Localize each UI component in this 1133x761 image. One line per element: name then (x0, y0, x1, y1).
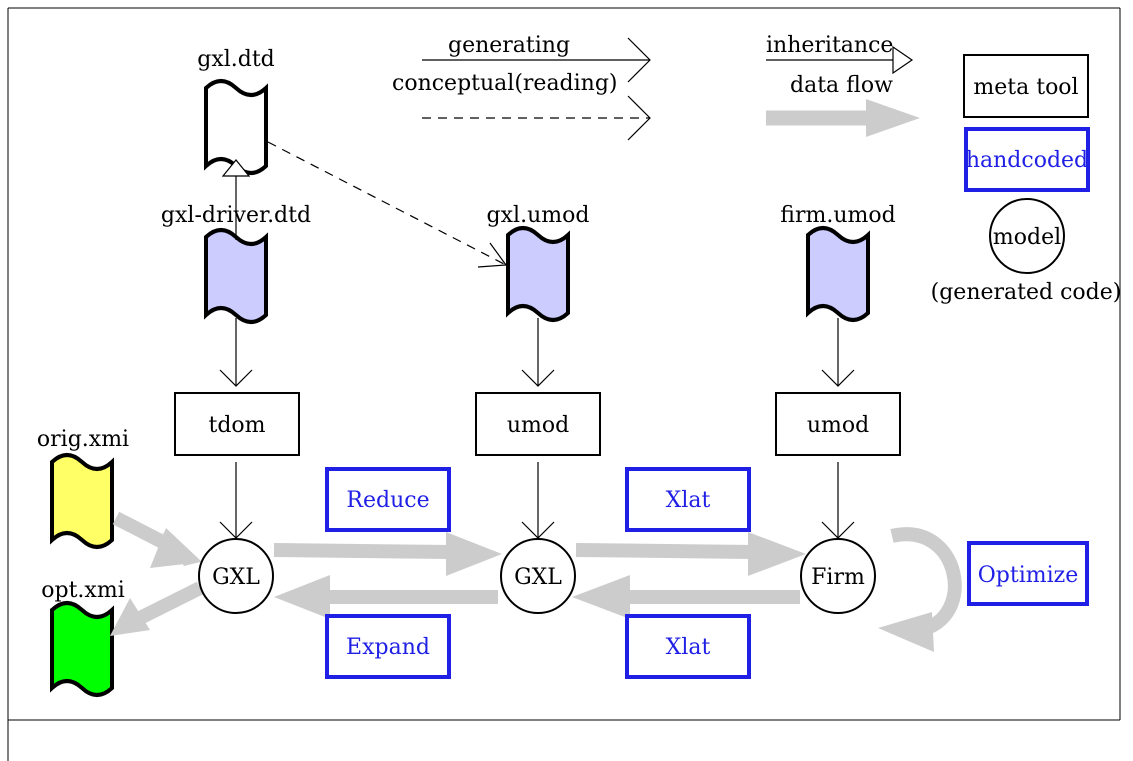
generating-arrow-head (627, 37, 651, 83)
reduce-label: Reduce (346, 488, 429, 513)
xlat-back-box (625, 614, 751, 679)
data-flow-arrows (110, 511, 962, 652)
expand-label: Expand (346, 635, 430, 660)
gxl-umod-document (506, 226, 570, 322)
gxl-model-2-label: GXL (514, 565, 562, 590)
umod-tool-label-1: umod (507, 413, 569, 438)
gen-arrow-driver-to-tdom-head (219, 369, 253, 387)
conceptual-dtd-to-umod-head (477, 242, 508, 268)
gen-arrow-firmumod-to-umod-head (821, 369, 855, 387)
conceptual-arrow-head (627, 95, 651, 141)
flow-orig-to-gxl-head2 (150, 528, 202, 568)
reduce-box (325, 467, 451, 532)
legend-generating-label: generating (448, 33, 570, 58)
flow-firm-to-gxl-head (572, 575, 630, 619)
legend-model-circle (989, 198, 1065, 274)
orig-xmi-document (50, 453, 114, 549)
legend-handcoded-label: handcoded (966, 148, 1088, 173)
xlat-back-label: Xlat (666, 635, 711, 660)
umod-tool-label-2: umod (807, 413, 869, 438)
legend-handcoded-box (964, 127, 1090, 192)
tdom-tool-label: tdom (208, 413, 265, 438)
tdom-tool-box (174, 392, 300, 456)
optimize-box (967, 541, 1089, 606)
legend: generating conceptual(reading) inheritan… (392, 33, 1121, 305)
flow-gxl-back-head (274, 575, 330, 619)
legend-generated-code-label: (generated code) (931, 280, 1122, 305)
gxl-model-1-label: GXL (212, 565, 260, 590)
umod-tool-box-2 (775, 392, 901, 456)
gxl-dtd-label: gxl.dtd (197, 47, 275, 72)
flow-gxl-to-firm-head (748, 532, 806, 576)
expand-box (325, 614, 451, 679)
flow-firm-optimize-head (878, 612, 934, 652)
legend-model-label: model (993, 225, 1061, 250)
firm-umod-document (806, 226, 870, 322)
legend-conceptual-label: conceptual(reading) (392, 71, 618, 96)
firm-model-label: Firm (811, 565, 865, 590)
opt-xmi-document (50, 601, 114, 697)
gen-arrow-gxlumod-to-umod-head (521, 369, 555, 387)
dataflow-arrow-head (866, 99, 920, 137)
flow-gxl-to-gxl (273, 543, 451, 559)
optimize-label: Optimize (978, 563, 1079, 588)
legend-meta-tool-label: meta tool (973, 75, 1078, 100)
xlat-forward-label: Xlat (666, 488, 711, 513)
xlat-forward-box (625, 467, 751, 532)
gxl-model-1 (198, 538, 274, 614)
inheritance-arrow-head (892, 45, 914, 75)
opt-xmi-label: opt.xmi (41, 578, 124, 603)
firm-model (800, 538, 876, 614)
orig-xmi-label: orig.xmi (37, 427, 129, 452)
flow-gxl-to-firm (575, 543, 753, 559)
gxl-umod-label: gxl.umod (487, 203, 590, 228)
gxl-driver-dtd-document (204, 228, 268, 324)
flow-gxl-to-opt (136, 581, 204, 625)
flow-gxl-to-gxl-head (446, 532, 502, 576)
legend-inheritance-label: inheritance (766, 33, 893, 58)
legend-meta-tool-box (963, 54, 1089, 118)
flow-gxl-to-opt-head (110, 598, 150, 636)
umod-tool-box-1 (475, 392, 601, 456)
firm-umod-label: firm.umod (780, 203, 895, 228)
flow-firm-optimize-loop (890, 527, 962, 637)
gxl-model-2 (500, 538, 576, 614)
inheritance-arrow-triangle (221, 159, 251, 177)
conceptual-dtd-to-umod-arrow (267, 141, 507, 266)
legend-dataflow-label: data flow (790, 73, 893, 98)
